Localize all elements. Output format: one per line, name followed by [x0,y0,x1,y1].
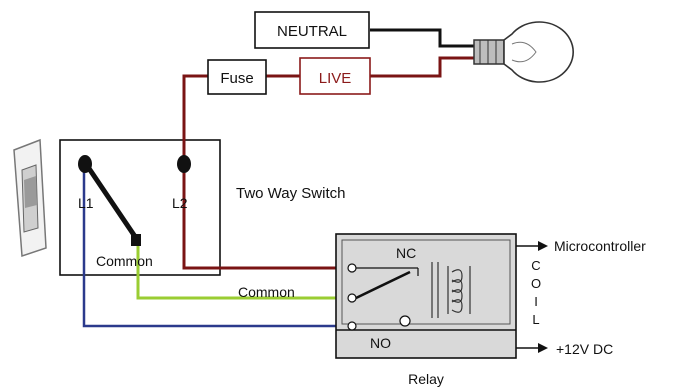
common-wire [136,240,352,300]
relay-inner [341,239,511,325]
coil-letter-l: L [532,312,539,327]
l1-wire [82,160,410,328]
relay-armature [355,270,411,300]
live-wire-top [370,56,476,78]
coil-letter-i: I [534,294,538,309]
neutral-box [254,11,370,49]
l1-label: L1 [78,195,94,211]
neutral-label: NEUTRAL [277,23,347,40]
relay-coil-icon [431,262,471,318]
light-bulb-icon [473,21,574,83]
l2-label: L2 [172,195,188,211]
nc-label: NC [396,245,416,261]
switch-title: Two Way Switch [236,185,345,202]
dc-label: +12V DC [556,341,613,357]
switch-lever [83,161,139,241]
nc-terminal [347,263,357,273]
no-terminal-b [399,315,411,327]
no-label: NO [370,335,391,351]
relay-body [335,233,517,359]
common-terminal [347,293,357,303]
relay-label: Relay [408,371,444,387]
switch-common-label: Common [96,253,153,269]
neutral-wire [370,28,476,48]
fuse-box [207,59,267,95]
terminal-l1 [78,155,92,173]
terminal-l2 [177,155,191,173]
live-label: LIVE [319,70,352,87]
no-terminal-a [347,321,357,331]
fuse-label: Fuse [220,70,253,87]
relay-common-label: Common [238,284,295,300]
terminal-common [131,234,141,246]
live-box [299,57,371,95]
coil-letter-c: C [531,258,540,273]
microcontroller-label: Microcontroller [554,238,646,254]
wall-switch-icon [13,138,47,258]
coil-letter-o: O [531,276,541,291]
